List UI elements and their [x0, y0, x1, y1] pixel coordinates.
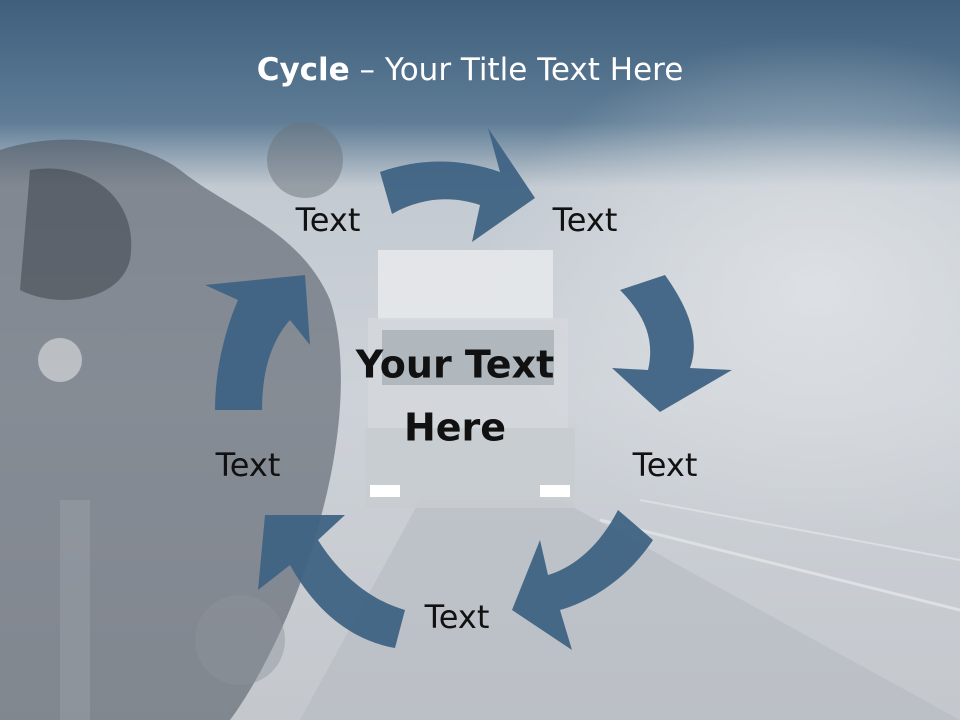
cycle-arrow-1 — [380, 128, 535, 242]
cycle-label-2: Text — [552, 201, 618, 239]
center-text: Your Text Here — [325, 333, 585, 458]
center-text-line-1: Your Text — [355, 342, 555, 387]
center-text-line-2: Here — [403, 405, 507, 449]
cycle-arrow-4 — [258, 515, 405, 648]
cycle-label-3: Text — [632, 446, 698, 484]
cycle-arrow-3 — [512, 510, 653, 650]
cycle-arrow-2 — [612, 275, 732, 412]
title-rest: – Your Title Text Here — [349, 52, 684, 88]
cycle-label-5: Text — [215, 446, 281, 484]
cycle-label-4: Text — [424, 598, 490, 636]
title-bold: Cycle — [256, 52, 350, 88]
slide-title: Cycle – Your Title Text Here — [0, 52, 940, 88]
cycle-label-1: Text — [295, 201, 361, 239]
cycle-arrow-5 — [205, 275, 310, 410]
